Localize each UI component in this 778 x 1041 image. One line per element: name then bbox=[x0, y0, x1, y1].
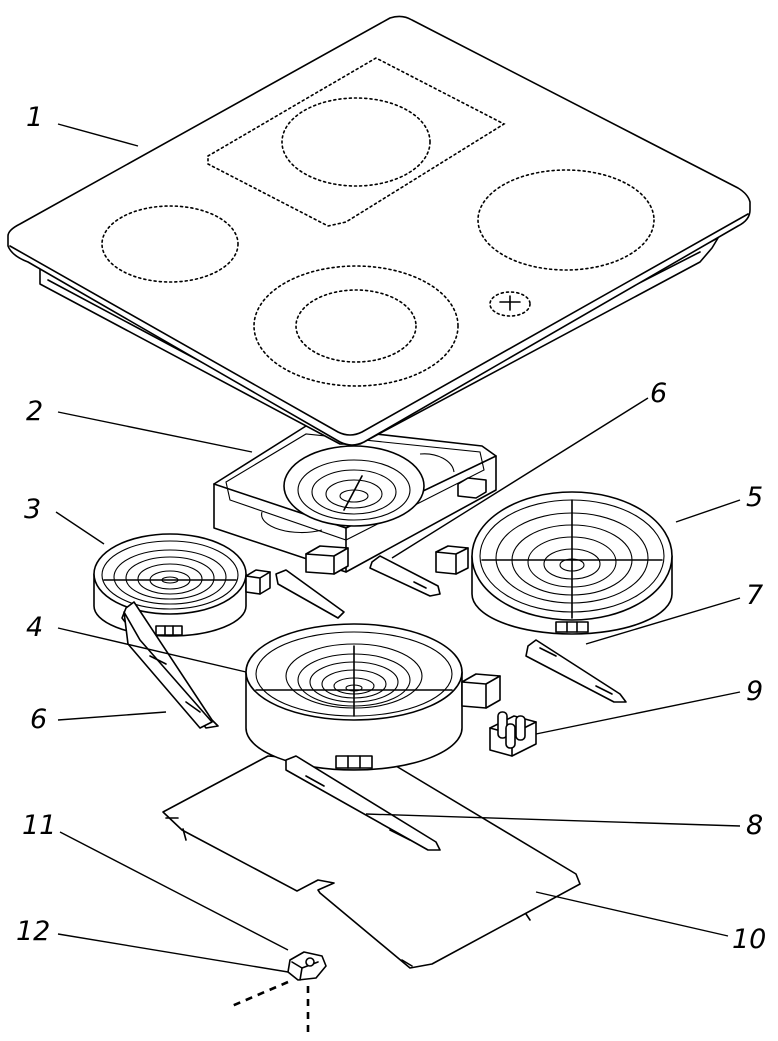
callout-8: 8 bbox=[746, 810, 763, 841]
part-3-left-burner bbox=[93, 533, 271, 637]
part-4-dual-burner bbox=[245, 623, 501, 771]
part-8-bracket bbox=[285, 755, 441, 851]
callout-labels: 1 2 3 4 5 6 6 7 8 9 10 11 12 bbox=[16, 102, 766, 955]
part-9-terminal-block bbox=[489, 711, 537, 757]
part-5-right-burner bbox=[435, 491, 673, 635]
callout-7: 7 bbox=[746, 580, 763, 611]
callout-6-left: 6 bbox=[30, 704, 47, 735]
callout-4: 4 bbox=[26, 612, 43, 643]
callout-3: 3 bbox=[24, 494, 41, 525]
leader-lines bbox=[55, 123, 741, 973]
part-12-connector bbox=[231, 951, 327, 1032]
part-10-bottom-cover-plate bbox=[162, 755, 581, 969]
part-2-box-burner bbox=[213, 425, 497, 575]
callout-11: 11 bbox=[22, 810, 56, 841]
callout-12: 12 bbox=[16, 916, 50, 947]
callout-9: 9 bbox=[746, 676, 763, 707]
bracket-left-small bbox=[275, 569, 345, 619]
callout-6-top: 6 bbox=[650, 378, 667, 409]
callout-5: 5 bbox=[746, 482, 763, 513]
bracket-center-6 bbox=[369, 555, 441, 597]
callout-10: 10 bbox=[732, 924, 766, 955]
part-7-bracket bbox=[525, 639, 627, 703]
callout-1: 1 bbox=[26, 102, 43, 133]
callout-2: 2 bbox=[26, 396, 43, 427]
part-1-glass-ceramic-top bbox=[7, 15, 751, 446]
bracket-left-6 bbox=[121, 601, 219, 729]
